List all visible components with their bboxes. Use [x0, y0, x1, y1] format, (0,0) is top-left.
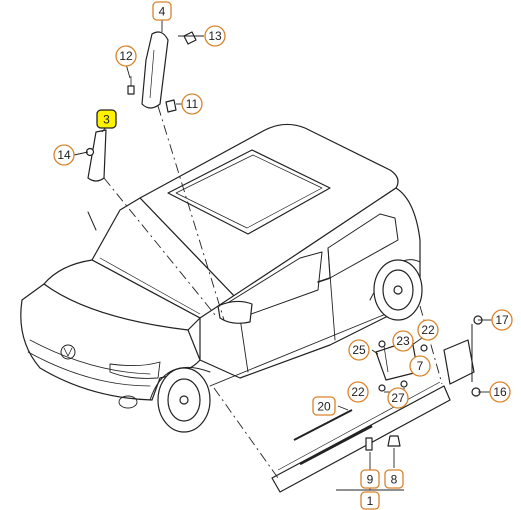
svg-text:3: 3 — [103, 113, 110, 127]
callout-27: 27 — [387, 387, 409, 409]
svg-text:7: 7 — [417, 359, 424, 373]
svg-text:4: 4 — [159, 5, 166, 19]
dashed-reference-lines — [103, 105, 443, 479]
svg-text:20: 20 — [317, 400, 331, 414]
screw-12 — [127, 85, 135, 95]
callout-25: 25 — [348, 339, 370, 361]
svg-text:14: 14 — [57, 148, 71, 162]
callout-4: 4 — [152, 1, 172, 21]
svg-text:27: 27 — [391, 391, 405, 405]
callout-9: 9 — [360, 469, 380, 489]
callout-3-highlighted: 3 — [96, 109, 117, 129]
svg-text:22: 22 — [351, 385, 365, 399]
callout-16: 16 — [489, 381, 511, 403]
callout-17: 17 — [491, 309, 513, 331]
car-illustration — [20, 123, 423, 433]
a-pillar-trim — [141, 31, 169, 109]
svg-text:13: 13 — [208, 29, 222, 43]
trim-strip-20 — [293, 409, 353, 441]
svg-text:16: 16 — [493, 385, 507, 399]
jack-mount — [443, 339, 475, 385]
callout-13: 13 — [204, 25, 226, 47]
svg-text:22: 22 — [421, 323, 435, 337]
svg-text:8: 8 — [391, 473, 398, 487]
mirror-triangle-trim — [87, 129, 107, 182]
callout-12: 12 — [115, 45, 137, 67]
parts — [85, 31, 483, 493]
callout-11: 11 — [181, 93, 203, 115]
callout-23: 23 — [392, 330, 414, 352]
side-skirt-strip — [271, 385, 451, 493]
callout-8: 8 — [384, 469, 404, 489]
fastener-8 — [387, 435, 401, 447]
svg-text:11: 11 — [186, 97, 199, 111]
fastener-9 — [365, 437, 373, 451]
clip-11 — [165, 99, 177, 113]
svg-text:25: 25 — [352, 343, 366, 357]
callout-14: 14 — [53, 144, 75, 166]
clip-13 — [183, 31, 197, 45]
svg-text:12: 12 — [119, 49, 133, 63]
svg-text:9: 9 — [367, 473, 374, 487]
callout-20: 20 — [312, 396, 336, 416]
callout-22-bottom: 22 — [347, 381, 369, 403]
callout-7: 7 — [409, 355, 431, 377]
svg-text:1: 1 — [367, 494, 374, 508]
svg-text:23: 23 — [396, 334, 410, 348]
svg-text:17: 17 — [495, 313, 509, 327]
callout-22-top: 22 — [417, 319, 439, 341]
callout-1: 1 — [360, 491, 380, 510]
